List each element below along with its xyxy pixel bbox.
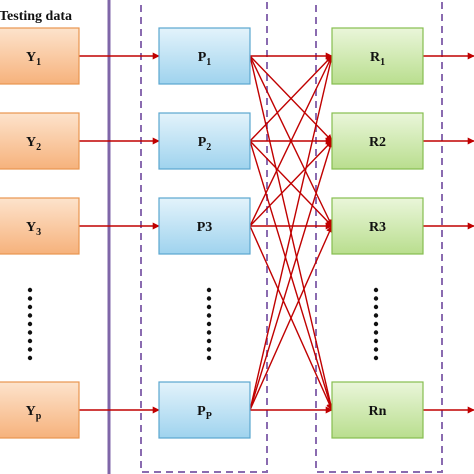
testing-data-title: Testing data: [0, 9, 72, 24]
p-to-r-arrow: [249, 55, 333, 142]
ellipsis-dot: [206, 287, 212, 293]
p-to-r-arrow: [249, 140, 333, 227]
p-to-r-arrow: [249, 55, 334, 411]
p-node-3: P3: [158, 197, 251, 255]
p-to-r-arrow: [249, 225, 333, 411]
ellipsis-dot: [206, 313, 212, 318]
ellipsis-dot: [206, 304, 212, 310]
ellipsis-dot: [373, 321, 379, 327]
r-layer-group: [315, 0, 443, 473]
ellipsis-dot: [27, 313, 33, 318]
p-node-box: [158, 381, 251, 439]
ellipsis-dot: [206, 338, 212, 344]
ellipsis-dot: [27, 304, 33, 310]
r-node-box: [331, 27, 424, 85]
r-node-1: R1: [331, 27, 424, 85]
r-node-box: [331, 112, 424, 170]
input-node-3: Y3: [0, 197, 80, 255]
p-layer-group: [140, 0, 268, 473]
p-node-label: P1: [198, 50, 212, 68]
r-node-label: R1: [370, 50, 385, 68]
ellipsis-dot: [373, 313, 379, 318]
r-node-3: R3: [331, 197, 424, 255]
ellipsis-dots: [27, 287, 379, 361]
input-node-1: Y1: [0, 27, 80, 85]
testing-data-group: [107, 0, 111, 474]
ellipsis-dot: [27, 355, 33, 361]
ellipsis-dot: [27, 321, 33, 327]
ellipsis-dot: [373, 304, 379, 310]
input-node-box: [0, 197, 80, 255]
input-node-label: Y3: [26, 220, 41, 238]
ellipsis-dot: [206, 296, 212, 301]
r-node-label: Rn: [369, 404, 387, 419]
ellipsis-dot: [27, 296, 33, 301]
r-node-4: Rn: [331, 381, 424, 439]
p-node-box: [158, 27, 251, 85]
r-node-label: R2: [369, 135, 386, 150]
ellipsis-dot: [373, 347, 379, 352]
ellipsis-dot: [373, 338, 379, 344]
ellipsis-dot: [27, 338, 33, 344]
connections: [79, 52, 474, 414]
ellipsis-dot: [27, 330, 33, 335]
ellipsis-dot: [206, 347, 212, 352]
input-node-box: [0, 112, 80, 170]
p-node-4: PP: [158, 381, 251, 439]
ellipsis-dot: [373, 330, 379, 335]
input-node-4: Yp: [0, 381, 80, 439]
input-node-2: Y2: [0, 112, 80, 170]
r-node-box: [331, 381, 424, 439]
p-to-r-arrow: [249, 55, 333, 227]
ellipsis-dot: [206, 330, 212, 335]
p-node-label: P3: [197, 220, 213, 235]
r-node-label: R3: [369, 220, 386, 235]
input-node-box: [0, 381, 80, 439]
p-node-label: PP: [197, 404, 212, 422]
ellipsis-dot: [206, 355, 212, 361]
p-node-label: P2: [198, 135, 212, 153]
ellipsis-dot: [27, 347, 33, 352]
ellipsis-dot: [373, 296, 379, 301]
r-node-box: [331, 197, 424, 255]
r-node-2: R2: [331, 112, 424, 170]
ellipsis-dot: [206, 321, 212, 327]
p-node-box: [158, 112, 251, 170]
p-node-1: P1: [158, 27, 251, 85]
ellipsis-dot: [373, 287, 379, 293]
p-node-box: [158, 197, 251, 255]
ellipsis-dot: [373, 355, 379, 361]
input-node-label: Y1: [26, 50, 41, 68]
input-node-box: [0, 27, 80, 85]
input-node-label: Y2: [26, 135, 41, 153]
p-node-2: P2: [158, 112, 251, 170]
p-to-r-arrow: [249, 140, 334, 411]
ellipsis-dot: [27, 287, 33, 293]
input-node-label: Yp: [26, 404, 42, 422]
